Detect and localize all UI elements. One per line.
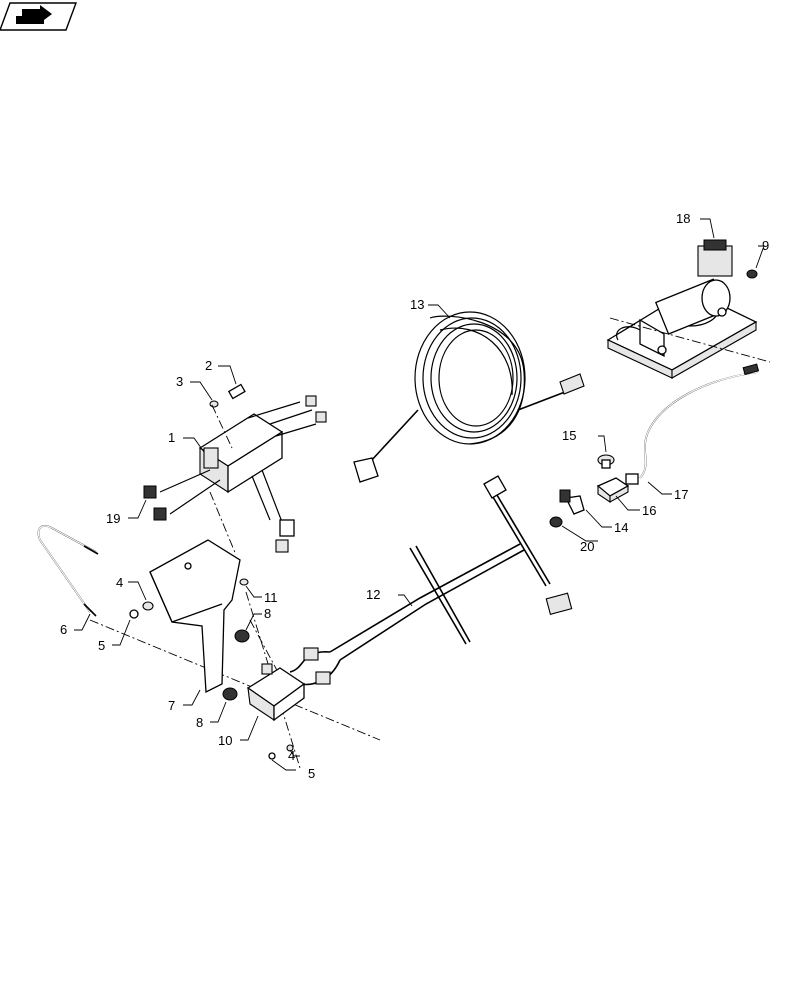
callout-7: 7 <box>168 698 175 713</box>
screw-11 <box>239 578 249 586</box>
callout-17: 17 <box>674 487 688 502</box>
elbow-14 <box>559 489 585 515</box>
washer-4-lower <box>286 744 294 752</box>
fitting-15 <box>597 454 615 469</box>
hand-pointing-arrow-icon <box>16 5 52 24</box>
callout-5: 5 <box>98 638 105 653</box>
fitting-20 <box>549 516 563 528</box>
callout-20: 20 <box>580 539 594 554</box>
nut-8-lower <box>222 687 238 701</box>
callout-4: 4 <box>288 748 295 763</box>
air-hose <box>639 363 760 479</box>
screw-2 <box>227 383 246 400</box>
washer-4 <box>142 601 154 611</box>
fitting-block-16 <box>596 473 639 504</box>
callout-5: 5 <box>308 766 315 781</box>
callout-3: 3 <box>176 374 183 389</box>
callout-1: 1 <box>168 430 175 445</box>
callout-19: 19 <box>106 511 120 526</box>
wiring-harness <box>289 475 573 686</box>
callout-9: 9 <box>762 238 769 253</box>
callout-labels: 1 2 3 4 4 5 5 6 7 8 8 9 10 11 12 13 14 1… <box>60 211 769 781</box>
callout-18: 18 <box>676 211 690 226</box>
leader-lines <box>74 218 765 771</box>
callout-13: 13 <box>410 297 424 312</box>
fittings-19 <box>143 485 167 521</box>
u-bolt <box>37 525 99 617</box>
air-compressor <box>606 239 758 379</box>
callout-8: 8 <box>264 606 271 621</box>
nut-5 <box>129 609 139 619</box>
coiled-harness <box>353 311 585 483</box>
washer-3 <box>209 400 219 408</box>
callout-12: 12 <box>366 587 380 602</box>
callout-10: 10 <box>218 733 232 748</box>
callout-14: 14 <box>614 520 628 535</box>
screw-5-lower <box>268 752 276 760</box>
control-module <box>159 395 327 553</box>
switch-housing <box>246 663 306 722</box>
callout-11: 11 <box>264 590 278 605</box>
nav-badge[interactable] <box>0 2 78 31</box>
callout-4: 4 <box>116 575 123 590</box>
fitting-9 <box>746 269 758 279</box>
callout-6: 6 <box>60 622 67 637</box>
nut-8-upper <box>234 629 250 643</box>
mounting-bracket <box>149 539 241 694</box>
callout-15: 15 <box>562 428 576 443</box>
callout-8: 8 <box>196 715 203 730</box>
callout-2: 2 <box>205 358 212 373</box>
callout-16: 16 <box>642 503 656 518</box>
